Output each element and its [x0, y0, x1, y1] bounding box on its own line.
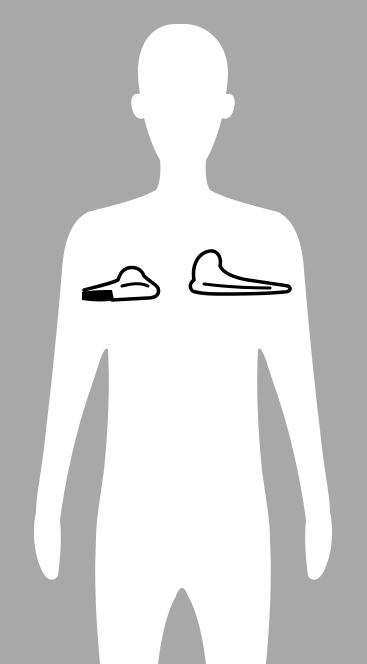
left-chest-sketch-fill	[82, 290, 114, 302]
